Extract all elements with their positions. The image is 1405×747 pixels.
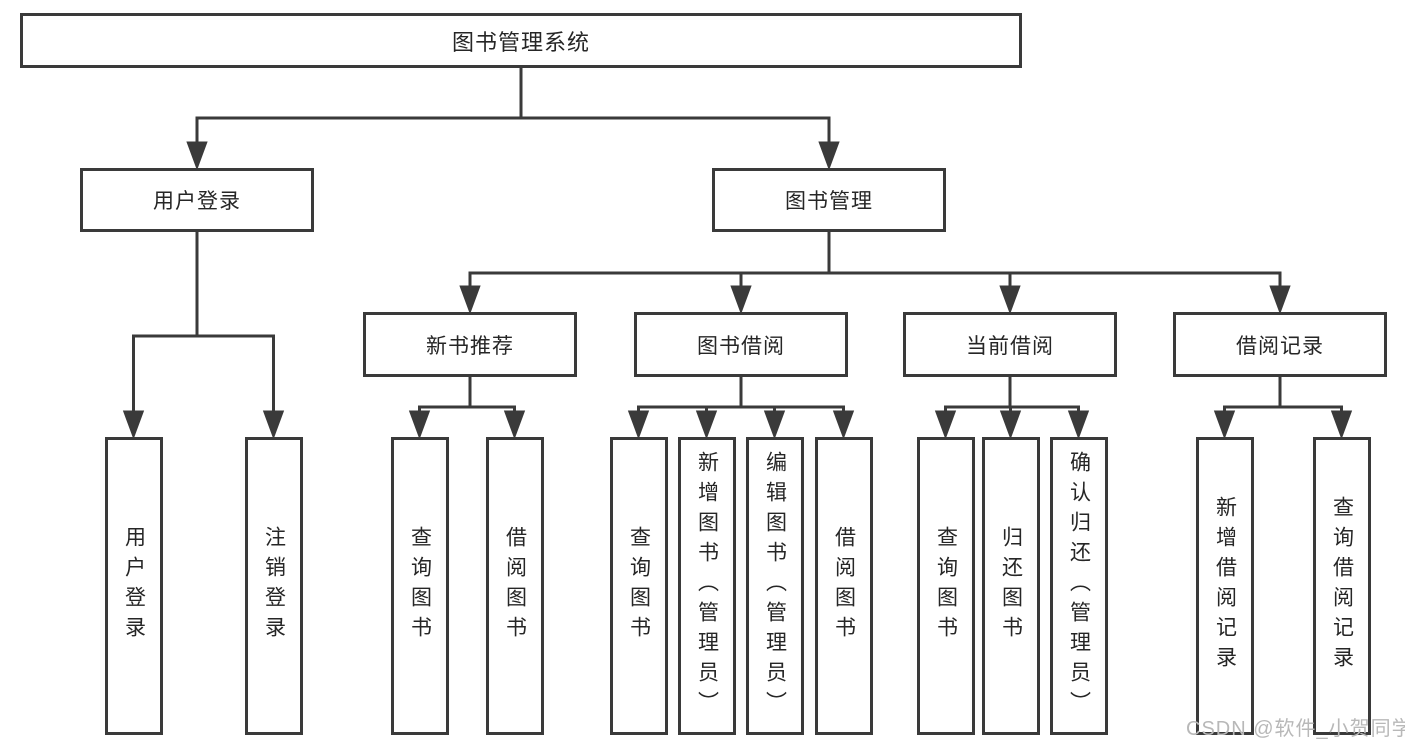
leaf-user-login: 用户登录 [105,437,163,735]
node-borrow-record: 借阅记录 [1173,312,1387,377]
arrow-down [999,285,1021,315]
arrow-down [999,410,1022,440]
leaf-records-query: 查询借阅记录 [1313,437,1371,735]
arrow-down [1330,410,1353,440]
leaf-label: 借阅图书 [503,526,527,646]
leaf-label: 查询图书 [627,526,651,646]
arrow-down [730,285,752,315]
leaf-label: 归还图书 [999,526,1023,646]
leaf-current-query: 查询图书 [917,437,975,735]
leaf-borrow-add-admin: 新增图书（管理员） [678,437,736,735]
leaf-borrow-edit-admin: 编辑图书（管理员） [746,437,804,735]
arrow-down [122,410,145,440]
arrow-down [186,141,208,171]
arrow-down [627,410,650,440]
node-current-borrow: 当前借阅 [903,312,1117,377]
leaf-borrow-query: 查询图书 [610,437,668,735]
arrow-down [1269,285,1291,315]
node-root-system: 图书管理系统 [20,13,1022,68]
leaf-label: 编辑图书（管理员） [763,451,787,721]
node-user-login: 用户登录 [80,168,314,232]
leaf-label: 新增图书（管理员） [695,451,719,721]
node-new-book-recommend: 新书推荐 [363,312,577,377]
leaf-newbooks-query: 查询图书 [391,437,449,735]
arrow-down [262,410,285,440]
leaf-newbooks-borrow: 借阅图书 [486,437,544,735]
arrow-down [408,410,431,440]
leaf-borrow-borrow: 借阅图书 [815,437,873,735]
leaf-label: 用户登录 [122,526,146,646]
node-book-borrow: 图书借阅 [634,312,848,377]
leaf-records-add: 新增借阅记录 [1196,437,1254,735]
leaf-label: 借阅图书 [832,526,856,646]
arrow-down [503,410,526,440]
leaf-label: 确认归还（管理员） [1067,451,1091,721]
arrow-down [459,285,481,315]
arrow-down [818,141,840,171]
arrow-down [763,410,786,440]
leaf-current-return: 归还图书 [982,437,1040,735]
leaf-label: 查询图书 [408,526,432,646]
arrow-down [832,410,855,440]
arrow-down [934,410,957,440]
watermark: CSDN @软件_小贺同学 [1186,718,1405,740]
leaf-label: 新增借阅记录 [1213,496,1237,676]
arrow-down [695,410,718,440]
node-book-management: 图书管理 [712,168,946,232]
leaf-current-confirm-admin: 确认归还（管理员） [1050,437,1108,735]
leaf-label: 查询借阅记录 [1330,496,1354,676]
leaf-label: 查询图书 [934,526,958,646]
arrow-down [1067,410,1090,440]
leaf-label: 注销登录 [262,526,286,646]
leaf-logout: 注销登录 [245,437,303,735]
arrow-down [1213,410,1236,440]
